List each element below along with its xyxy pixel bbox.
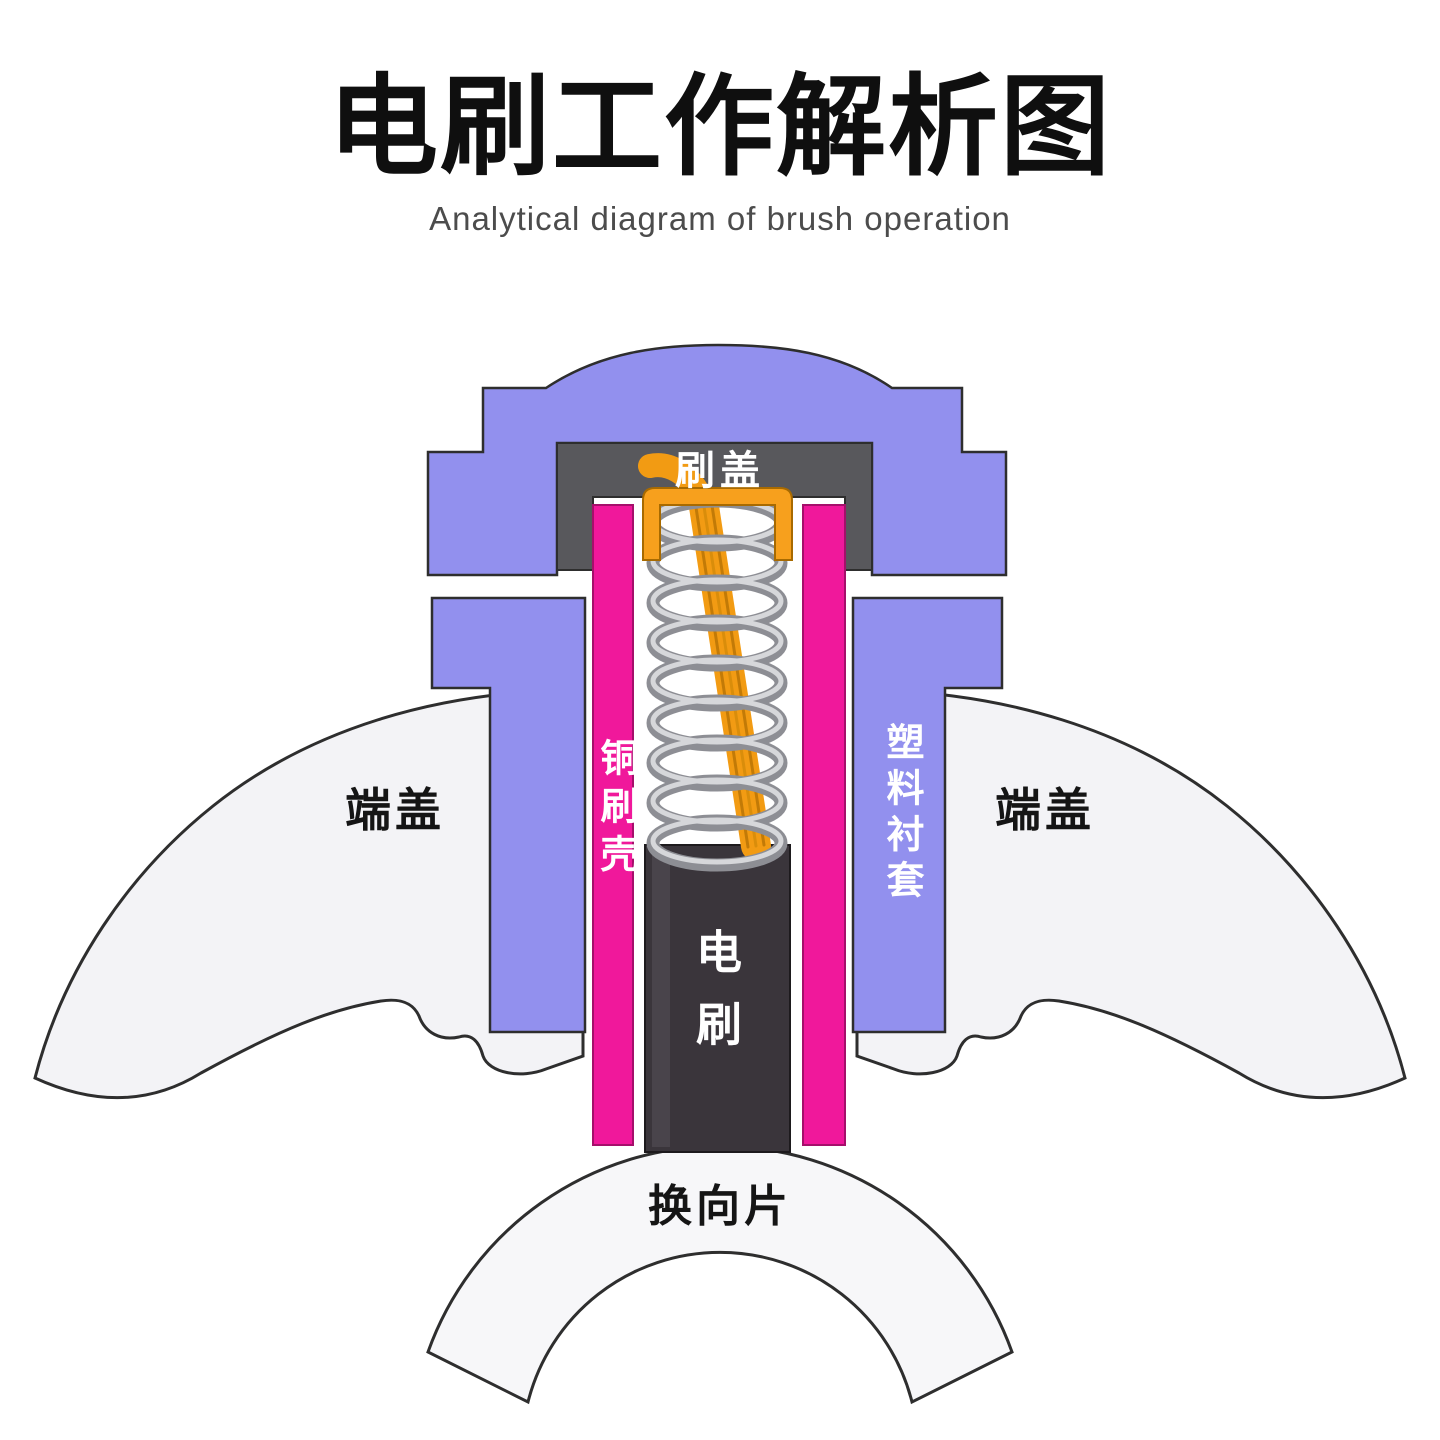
copper-shell-right-shape xyxy=(802,504,846,1146)
end-cover-right-shape xyxy=(855,688,1407,1100)
commutator-segment-shape xyxy=(426,1144,1014,1405)
plastic-bushing-label: 塑料衬套 xyxy=(880,722,922,906)
header: 电刷工作解析图 Analytical diagram of brush oper… xyxy=(0,62,1440,238)
brush-cover-shape xyxy=(556,442,873,571)
page-subtitle: Analytical diagram of brush operation xyxy=(429,200,1011,237)
commutator-label: 换向片 xyxy=(648,1182,792,1231)
carbon-brush-highlight xyxy=(652,850,670,1147)
end-cover-left-shape xyxy=(33,688,585,1100)
spring-clip-shape xyxy=(642,487,793,561)
copper-shell-left-shape xyxy=(592,504,634,1146)
brush-label: 电刷 xyxy=(690,928,742,1072)
brush-cover-label: 刷盖 xyxy=(675,449,765,493)
copper-shell-label: 铜刷壳 xyxy=(594,738,636,882)
end-cover-right-label: 端盖 xyxy=(995,784,1095,836)
bushing-block-left-shape xyxy=(430,596,587,1034)
page-title: 电刷工作解析图 xyxy=(328,66,1112,189)
bushing-block-right-shape xyxy=(851,596,1004,1034)
top-housing-shape xyxy=(426,343,1008,577)
end-cover-left-label: 端盖 xyxy=(345,784,445,836)
